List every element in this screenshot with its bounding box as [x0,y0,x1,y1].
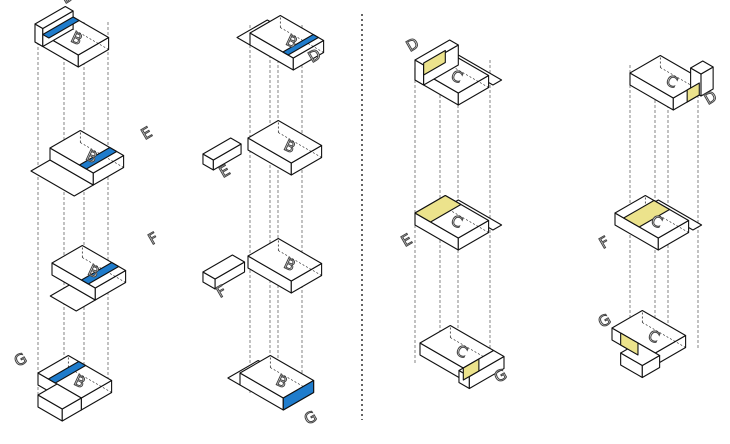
addition-label: E [216,161,233,181]
highlight-face [423,49,446,76]
highlight-face [80,261,120,285]
addition-label: D [403,34,422,55]
main-box-top [49,129,125,174]
main-box-top [51,244,127,289]
addition-label: G [595,310,614,331]
attached-box-top [414,39,459,66]
highlight-face [414,194,462,223]
addition-label: G [301,407,320,428]
attached-box-top [202,137,242,161]
main-box-top [249,14,325,59]
module-b-d: BD [236,14,325,71]
module-c-d: CD [403,34,503,106]
module-c-d: CD [629,54,721,111]
main-box-top [247,119,323,164]
module-b-g: BG [227,354,321,429]
highlight-face [462,358,480,381]
addition-label: F [596,233,612,253]
modules: BD BE BF BG BD BE BF BG CD CE CG CD CF CG [11,0,721,429]
hidden-edge [277,120,322,158]
highlight-face [42,16,80,39]
hidden-edge [277,238,322,276]
projection-guides [37,22,699,395]
highlight-face [686,82,700,103]
module-c-f: CF [596,194,703,253]
module-c-e: CE [398,194,503,251]
module-b-e: BE [202,119,323,182]
module-b-f: BF [202,237,323,302]
highlight-face [78,146,118,170]
addition-label: G [491,365,510,386]
addition-label: G [11,349,30,370]
main-box-top [247,237,323,282]
module-b-f: BF [49,228,162,312]
addition-label: D [701,87,720,108]
attached-box-top [37,383,82,410]
addition-label: F [213,282,229,302]
module-c-g: CG [595,310,687,379]
addition-label: F [145,229,161,249]
attached-box-top [34,5,74,30]
highlight-face [623,199,671,228]
module-c-g: CG [419,324,511,390]
module-b-g: BG [11,349,113,422]
hidden-edge [641,310,686,348]
attached-box-top [202,254,246,280]
addition-label: D [58,0,77,7]
highlight-face [282,379,315,411]
module-b-d: BD [34,0,110,68]
highlight-face [620,332,639,356]
highlight-face [47,360,87,384]
addition-label: E [138,123,155,143]
hidden-edge [279,15,324,53]
attached-box-top [690,60,714,75]
addition-label: E [398,230,415,250]
highlight-face [282,33,319,56]
module-b-e: BE [30,123,156,197]
